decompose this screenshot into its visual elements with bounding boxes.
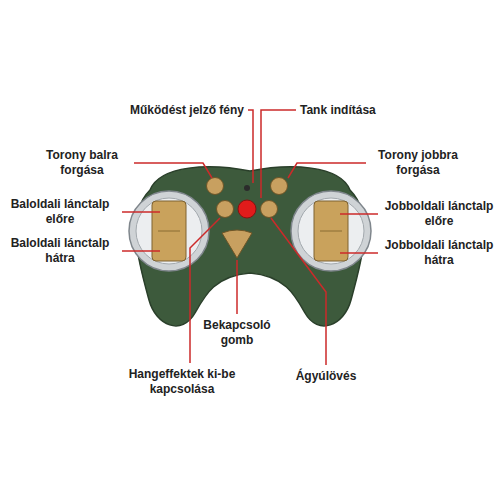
leader-line: [122, 250, 160, 252]
joystick-ring: [129, 191, 209, 271]
sound-button: [217, 201, 234, 218]
callout-label: Hangeffektek ki-be kapcsolása: [127, 367, 237, 397]
callout-label: Ágyúlövés: [290, 369, 362, 384]
fire-button: [261, 201, 278, 218]
callout-label: Baloldali lánctalp előre: [2, 197, 118, 227]
leader-lines: [122, 110, 378, 365]
power-button: [222, 230, 252, 258]
callout-label: Bekapcsoló gomb: [197, 318, 277, 348]
callout-label: Torony jobbra forgása: [370, 148, 466, 178]
joystick-stick: [152, 201, 186, 261]
callout-label: Jobboldali lánctalp hátra: [381, 238, 497, 268]
stick-grip: [158, 231, 180, 232]
leader-line: [261, 110, 296, 198]
start-button: [238, 200, 256, 218]
leader-line: [340, 252, 378, 254]
leader-line: [340, 213, 378, 215]
leader-line: [190, 218, 220, 363]
callout-label: Torony balra forgása: [34, 148, 130, 178]
callout-label: Működést jelző fény: [106, 103, 244, 118]
joystick-ring: [291, 191, 371, 271]
leader-line: [248, 110, 253, 183]
callout-label: Jobboldali lánctalp előre: [381, 199, 497, 229]
turret-left-button: [207, 178, 224, 195]
leader-line: [288, 163, 366, 178]
joystick-base: [136, 198, 202, 264]
leader-line: [236, 260, 238, 314]
stick-grip: [320, 231, 342, 232]
leader-line: [271, 218, 326, 365]
leader-line: [122, 211, 160, 213]
callout-label: Baloldali lánctalp hátra: [2, 236, 118, 266]
joystick-stick: [314, 201, 348, 261]
joystick-base: [298, 198, 364, 264]
leader-line: [134, 163, 212, 178]
status-led: [244, 185, 250, 191]
turret-right-button: [271, 178, 288, 195]
callout-label: Tank indítása: [300, 103, 400, 118]
